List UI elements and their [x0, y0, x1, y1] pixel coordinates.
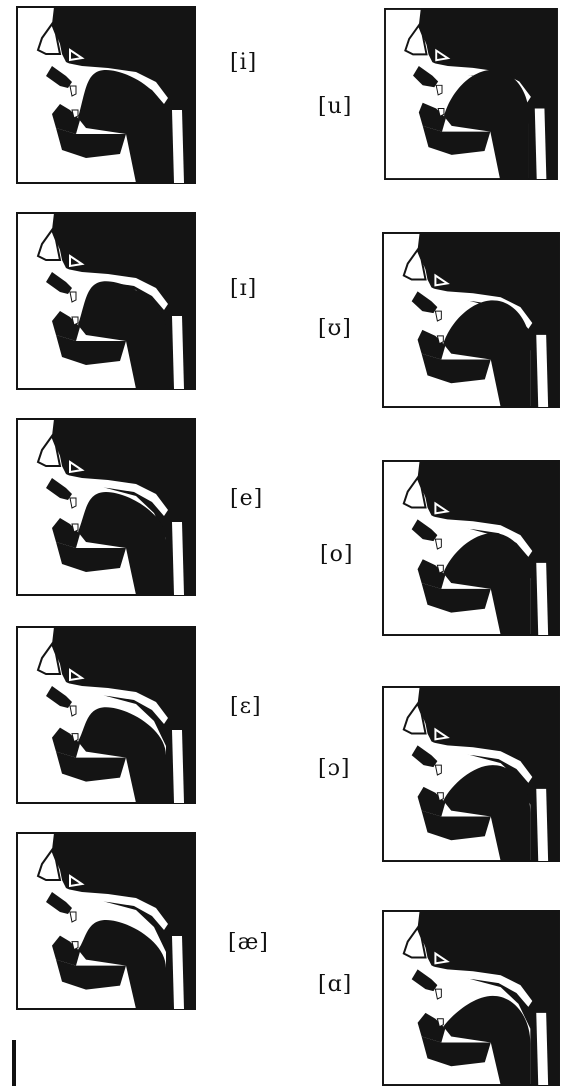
front-vowel-panel-3: [16, 626, 196, 804]
pharynx: [535, 108, 547, 179]
pharynx: [172, 522, 184, 595]
back-vowel-label-2: [o]: [320, 542, 353, 567]
front-vowel-label-4: [æ]: [228, 930, 269, 955]
back-vowel-panel-2: [382, 460, 560, 636]
front-vowel-panel-1-drawing: [16, 212, 196, 390]
front-vowel-panel-2-drawing: [16, 418, 196, 596]
pharynx: [536, 789, 548, 861]
front-vowel-panel-4-drawing: [16, 832, 196, 1010]
front-vowel-label-0: [i]: [230, 50, 257, 75]
margin-mark: [12, 1040, 16, 1086]
pharynx: [172, 936, 184, 1009]
back-vowel-label-4: [ɑ]: [318, 972, 352, 997]
back-vowel-label-3: [ɔ]: [318, 756, 351, 781]
pharynx: [536, 1013, 548, 1085]
front-vowel-panel-0-drawing: [16, 6, 196, 184]
back-vowel-label-0: [u]: [318, 94, 352, 119]
front-vowel-panel-1: [16, 212, 196, 390]
back-vowel-panel-4-drawing: [382, 910, 560, 1086]
front-vowel-label-2: [e]: [230, 486, 263, 511]
back-vowel-panel-3-drawing: [382, 686, 560, 862]
back-vowel-panel-3: [382, 686, 560, 862]
front-vowel-panel-2: [16, 418, 196, 596]
front-vowel-label-3: [ɛ]: [230, 694, 262, 719]
back-vowel-panel-1: [382, 232, 560, 408]
back-vowel-panel-4: [382, 910, 560, 1086]
front-vowel-panel-0: [16, 6, 196, 184]
back-vowel-panel-0: [382, 8, 560, 180]
front-vowel-panel-3-drawing: [16, 626, 196, 804]
back-vowel-label-1: [ʊ]: [318, 316, 352, 341]
pharynx: [536, 563, 548, 635]
pharynx: [536, 335, 548, 407]
front-vowel-label-1: [ɪ]: [230, 276, 257, 301]
back-vowel-panel-1-drawing: [382, 232, 560, 408]
back-vowel-panel-2-drawing: [382, 460, 560, 636]
pharynx: [172, 316, 184, 389]
pharynx: [172, 730, 184, 803]
back-vowel-panel-0-drawing: [382, 8, 560, 180]
pharynx: [172, 110, 184, 183]
front-vowel-panel-4: [16, 832, 196, 1010]
